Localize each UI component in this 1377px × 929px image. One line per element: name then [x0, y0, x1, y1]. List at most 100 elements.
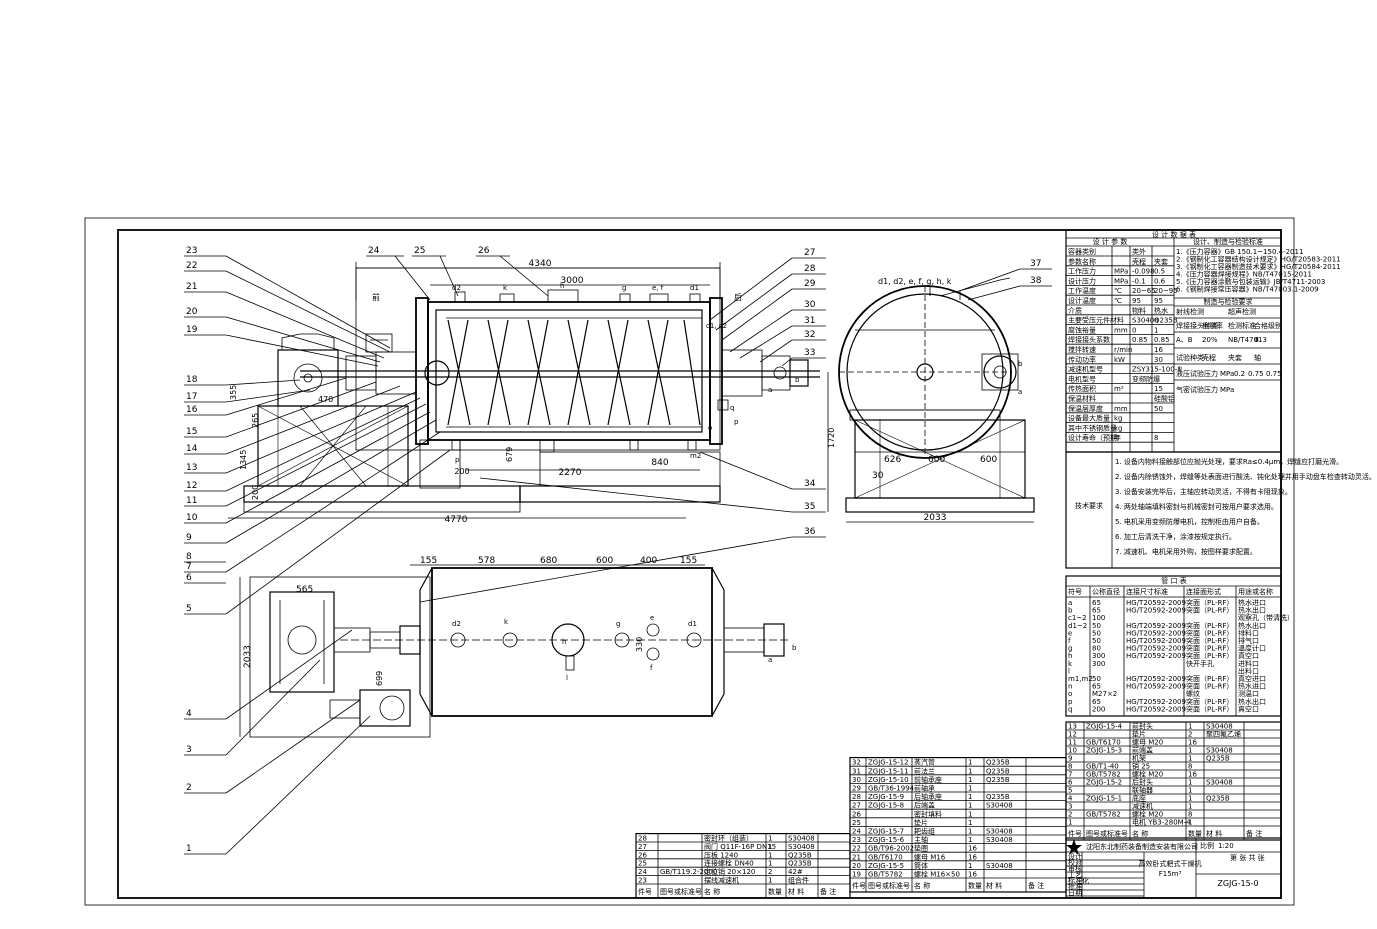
nozzle-cell: M27×2: [1092, 690, 1117, 698]
right-balloons: 27 28 29 30 31 32 33 34 35 36 37 38: [419, 248, 1052, 603]
design-param-unit: MPa: [1114, 268, 1128, 276]
design-param-name: 设计寿命（预期）: [1068, 433, 1124, 442]
bom-header: 名 称: [1132, 829, 1148, 838]
tech-note: 7. 减速机、电机采用外购，按图样要求配置。: [1115, 547, 1257, 556]
nozzle-cell: 排气口: [1238, 636, 1259, 645]
bom-cell: 1: [1188, 803, 1192, 811]
bom-cell: 1: [768, 860, 772, 868]
svg-text:155: 155: [680, 556, 697, 566]
bom-cell: GB/T6170: [1086, 739, 1121, 747]
bom-cell: 1: [968, 785, 972, 793]
svg-text:b: b: [795, 376, 800, 384]
design-param-value: 20~95: [1154, 287, 1178, 295]
nozzle-cell: 热水进口: [1238, 682, 1266, 691]
nozzle-cell: 突面（PL-RF）: [1186, 621, 1233, 630]
bom-header: 材 料: [788, 887, 804, 896]
bom-cell: 摆线减速机: [704, 876, 739, 885]
design-param-value: 0.6: [1154, 277, 1166, 285]
nozzle-header: 用途或名称: [1238, 587, 1273, 596]
design-param-value: 类外: [1132, 247, 1146, 256]
design-param-value: 热水: [1154, 306, 1168, 315]
bom-cell: S30408: [986, 836, 1013, 844]
nozzle-cell: 突面（PL-RF）: [1186, 644, 1233, 653]
nozzle-cell: HG/T20592-2009: [1126, 607, 1186, 615]
svg-text:155: 155: [420, 556, 437, 566]
svg-text:k: k: [504, 618, 509, 626]
nozzle-cell: 真空口: [1238, 704, 1259, 713]
bom-cell: 31: [852, 767, 861, 775]
dim-3000: 3000: [561, 276, 584, 286]
nozzle-cell: o: [1068, 690, 1072, 698]
svg-text:o: o: [708, 424, 712, 432]
bom-cell: ZGJG-15-3: [1086, 747, 1122, 755]
svg-text:4: 4: [186, 709, 192, 719]
tech-note: 5. 电机采用变频防爆电机，控制柜由用户自备。: [1115, 517, 1264, 526]
nozzle-cell: HG/T20592-2009: [1126, 629, 1186, 637]
nozzle-header: 连接面形式: [1186, 587, 1221, 596]
bom-cell: S30408: [1206, 747, 1233, 755]
bom-cell: GB/T5782: [868, 871, 903, 879]
title-label: 工艺: [1068, 871, 1082, 879]
design-param-name: 减速机型号: [1068, 365, 1103, 374]
bom-cell: 25: [638, 860, 647, 868]
bom-cell: ZGJG-15-11: [868, 767, 909, 775]
bom-cell: 2: [1188, 731, 1192, 739]
nozzle-cell: HG/T20592-2009: [1126, 698, 1186, 706]
design-param-name: 其中不锈钢质量: [1068, 423, 1117, 432]
design-param-value: Q235B: [1154, 317, 1178, 325]
svg-text:d1: d1: [690, 284, 699, 292]
svg-text:31: 31: [804, 316, 815, 326]
bom-cell: 23: [638, 877, 647, 885]
title-label: 设计: [1068, 852, 1082, 861]
bom-cell: ZGJG-15-9: [868, 793, 904, 801]
bom-cell: S30408: [986, 862, 1013, 870]
svg-text:a: a: [768, 656, 772, 664]
svg-text:f: f: [650, 664, 653, 672]
nozzle-cell: 热水进口: [1238, 598, 1266, 607]
design-param-value: ZSY315-100-Ⅲ: [1132, 366, 1182, 374]
bom-cell: 电机 YB3-280M-4: [1132, 818, 1191, 827]
bom-cell: 13: [1068, 723, 1077, 731]
bom-cell: GB/T5782: [1086, 771, 1121, 779]
nozzle-cell: 200: [1092, 705, 1105, 713]
bom-cell: 定位销 20×120: [704, 867, 755, 876]
svg-text:17: 17: [186, 392, 197, 402]
inspect-value: 20%: [1202, 336, 1218, 344]
svg-text:2033: 2033: [924, 513, 947, 523]
svg-text:d2: d2: [452, 284, 461, 292]
bom-cell: 联轴器: [1132, 786, 1153, 795]
bom-cell: GB/T1-40: [1086, 763, 1119, 771]
bom-cell: 1: [1188, 787, 1192, 795]
design-param-value: S30408: [1132, 317, 1159, 325]
design-param-unit: r/min: [1114, 346, 1132, 354]
nozzle-cell: 出料口: [1238, 666, 1259, 675]
bom-cell: 1: [968, 862, 972, 870]
nozzle-cell: 100: [1092, 614, 1105, 622]
bom-cell: 29: [852, 785, 861, 793]
bom-cell: 11: [1068, 739, 1077, 747]
svg-text:11: 11: [186, 496, 197, 506]
svg-text:32: 32: [804, 330, 815, 340]
bom-cell: 12: [1068, 731, 1077, 739]
title-label: 日期: [1068, 889, 1082, 897]
svg-text:355: 355: [229, 385, 238, 400]
bom-cell: 垫片: [914, 818, 928, 827]
svg-text:l: l: [566, 674, 568, 682]
bom-cell: 1: [968, 819, 972, 827]
nozzle-cell: g: [1068, 645, 1072, 653]
design-param-name: 搅拌转速: [1068, 345, 1096, 354]
bom-cell: 30: [852, 776, 861, 784]
nozzle-header: 连接尺寸标准: [1126, 587, 1168, 596]
bom-cell: 压板 1240: [704, 850, 738, 859]
design-param-value: 硅酸铝: [1154, 394, 1175, 403]
test-value: 0.2: [1234, 370, 1245, 378]
svg-text:1345: 1345: [239, 450, 248, 470]
bom-cell: 阀门 Q11F-16P DN15: [704, 842, 776, 851]
svg-text:6: 6: [186, 573, 192, 583]
side-view: b a d1, d2, e, f, g, h, k 626 600 600 20…: [838, 277, 1035, 523]
bom-cell: 16: [968, 853, 977, 861]
bom-header: 名 称: [914, 881, 930, 890]
design-param-name: 传动功率: [1068, 355, 1096, 364]
